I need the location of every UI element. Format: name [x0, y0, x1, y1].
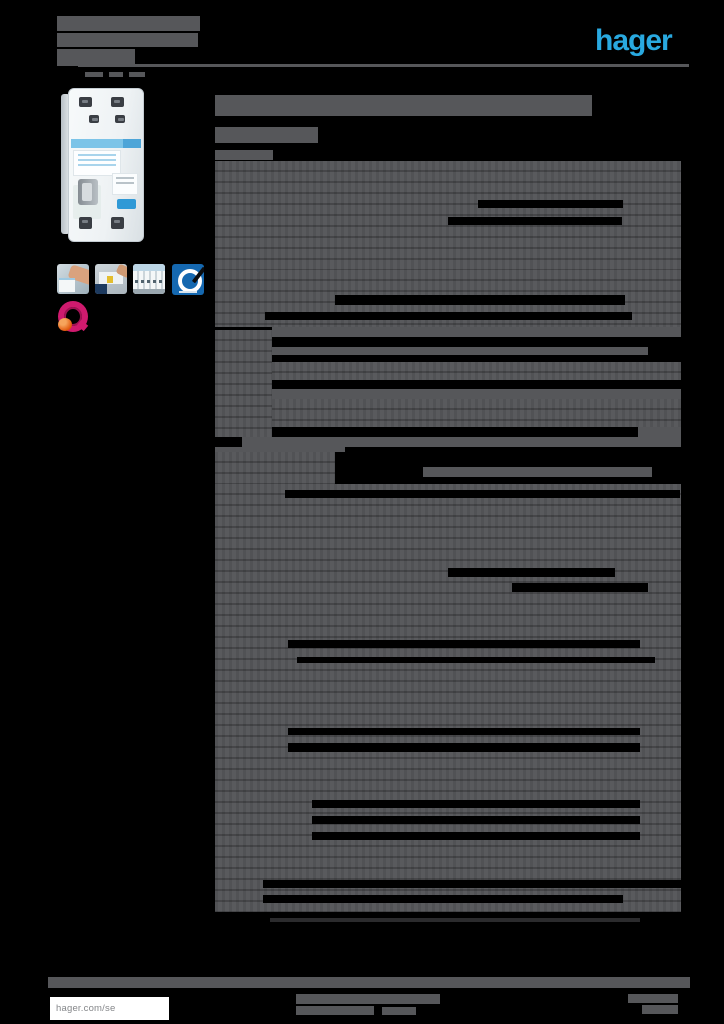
line-gap: [312, 816, 640, 824]
text-row-mass: [272, 362, 681, 380]
device-side-label: [112, 173, 138, 195]
rcbo-product-image: [55, 86, 153, 244]
header-ref-line-2: [57, 33, 198, 47]
screw-terminal-top-right: [111, 97, 124, 107]
subtitle-bar: [215, 127, 318, 143]
line-gap: [263, 880, 681, 888]
footer-text-bar: [642, 1005, 678, 1014]
description-block: [215, 161, 681, 270]
footer-text-bar: [382, 1007, 416, 1015]
line-gap: [288, 743, 640, 752]
line-gap: [448, 217, 622, 225]
line-gap: [448, 568, 615, 577]
photo-top-band: [133, 264, 165, 271]
footer-url-box: hager.com/se: [50, 997, 169, 1020]
yellow-lever-detail: [107, 276, 113, 283]
screw-slot-small-left: [89, 115, 99, 123]
screw-slot-small-right: [115, 115, 125, 123]
line-gap: [263, 895, 623, 903]
table-heading-block: [215, 452, 335, 484]
footer-text-bar: [296, 1006, 374, 1015]
text-row: [242, 437, 681, 447]
line-gap: [335, 295, 625, 305]
header-ref-line-3: [57, 49, 135, 66]
line-gap: [512, 583, 648, 592]
line-gap: [478, 200, 623, 208]
text-row: [272, 327, 681, 337]
screw-terminal-bottom-left: [79, 217, 92, 229]
hager-logo: hager: [595, 24, 673, 57]
line-gap: [288, 728, 640, 735]
device-photo-detail: [59, 278, 75, 292]
header-dash-3: [129, 72, 145, 77]
device-side-panel: [61, 94, 70, 234]
tail-dashes: [270, 918, 640, 922]
line-gap: [297, 657, 655, 663]
footer-url-link[interactable]: hager.com/se: [56, 1003, 116, 1014]
line-gap: [288, 640, 640, 648]
footer-text-bar: [296, 994, 440, 1004]
footer-rule: [48, 977, 690, 988]
device-test-button: [117, 199, 136, 209]
line-gap: [265, 312, 632, 320]
ref-number-bar: [215, 150, 273, 160]
text-row: [272, 347, 648, 355]
title-bar: [215, 95, 592, 116]
line-gap: [312, 800, 640, 808]
header-rule: [78, 64, 689, 67]
thumbnail-certification-logo[interactable]: [57, 300, 89, 334]
certification-orange-dot-icon: [58, 318, 72, 331]
device-switch-lever: [78, 179, 98, 205]
technical-table-block: [215, 484, 681, 912]
header-ref-line-1: [57, 16, 200, 31]
line-gap: [285, 490, 680, 498]
header-dash-2: [109, 72, 123, 77]
thumbnail-breaker-row-photo[interactable]: [133, 264, 165, 294]
text-row: [423, 467, 652, 477]
thumbnail-installation-photo-1[interactable]: [57, 264, 89, 294]
device-rating-label: [73, 150, 121, 176]
enclosure-detail: [95, 284, 107, 294]
section-label-stub: [215, 330, 272, 437]
thumbnail-installation-photo-2[interactable]: [95, 264, 127, 294]
text-row-mass: [272, 399, 681, 427]
certification-ring-icon: [58, 301, 88, 332]
footer-text-bar: [628, 994, 678, 1003]
header-dash-1: [85, 72, 103, 77]
line-gap: [312, 832, 640, 840]
text-row-dashes: [215, 447, 345, 452]
device-body: [68, 88, 144, 242]
text-row-cap: [638, 427, 681, 437]
screw-terminal-top-left: [79, 97, 92, 107]
thumbnail-quality-mark-logo[interactable]: [172, 264, 204, 295]
quality-mark-caption: [179, 291, 197, 293]
device-blue-band: [71, 139, 141, 148]
screw-terminal-bottom-right: [111, 217, 124, 229]
text-row: [272, 389, 681, 399]
din-rail-detail: [133, 289, 165, 294]
breaker-markings: [135, 280, 163, 283]
